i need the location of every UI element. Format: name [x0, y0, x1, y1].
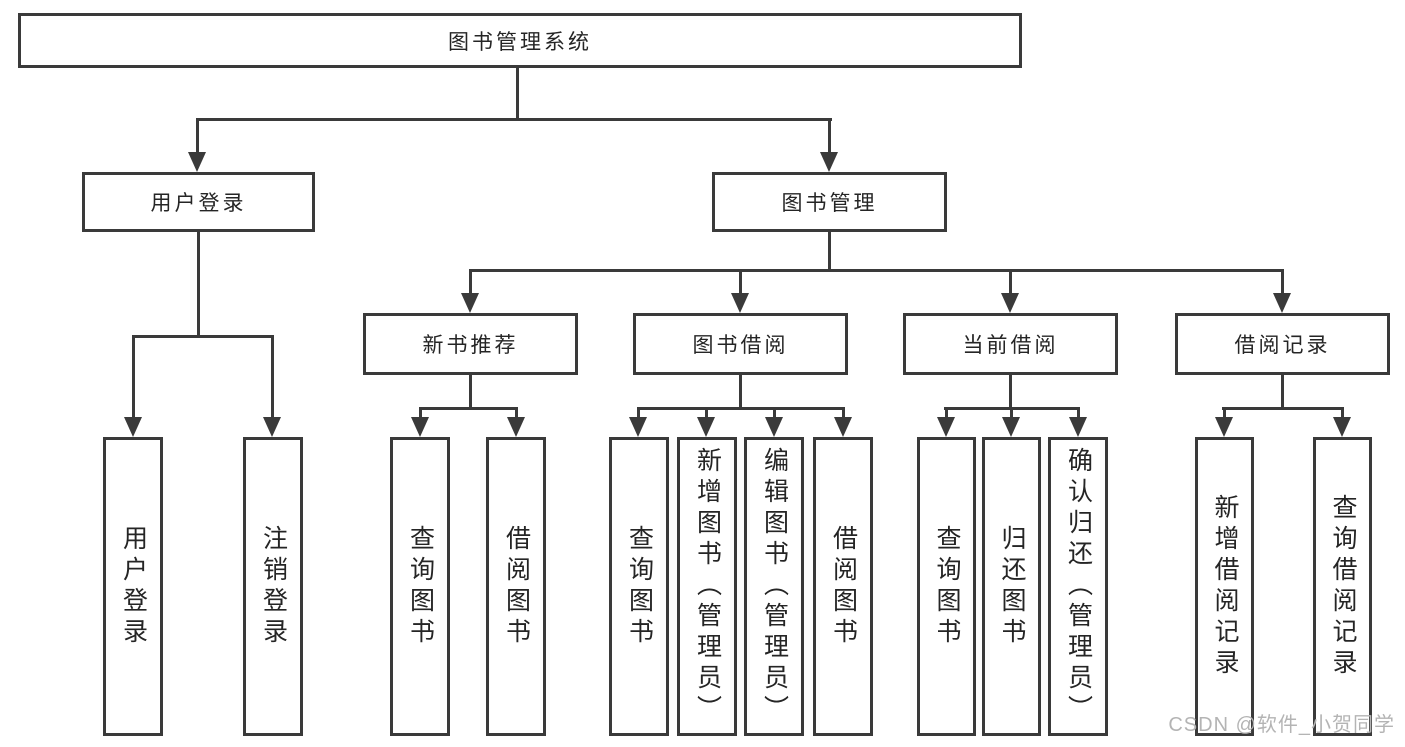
node-label: 借阅记录	[1234, 334, 1331, 357]
arrowhead-down-icon	[1273, 293, 1291, 313]
arrowhead-down-icon	[461, 293, 479, 313]
node-label: 借阅图书	[502, 524, 531, 649]
node-label: 用户登录	[119, 524, 148, 649]
node-borrowing-records: 借阅记录	[1175, 313, 1390, 375]
connector-line	[637, 407, 845, 410]
node-library-system: 图书管理系统	[18, 13, 1022, 68]
arrowhead-down-icon	[834, 417, 852, 437]
arrowhead-down-icon	[1333, 417, 1351, 437]
arrowhead-down-icon	[697, 417, 715, 437]
leaf-add-books-admin: 新增图书（管理员）	[677, 437, 737, 736]
connector-line	[1222, 407, 1344, 410]
node-current-borrowing: 当前借阅	[903, 313, 1118, 375]
leaf-query-books-recommend: 查询图书	[390, 437, 450, 736]
node-label: 用户登录	[150, 192, 247, 215]
leaf-edit-books-admin: 编辑图书（管理员）	[744, 437, 804, 736]
node-label: 查询图书	[933, 524, 961, 649]
leaf-confirm-return-admin: 确认归还（管理员）	[1048, 437, 1108, 736]
connector-line	[842, 407, 845, 420]
node-label: 确认归还（管理员）	[1064, 447, 1093, 726]
arrowhead-down-icon	[1069, 417, 1087, 437]
arrowhead-down-icon	[124, 417, 142, 437]
node-label: 新增图书（管理员）	[693, 447, 722, 726]
connector-line	[419, 407, 518, 410]
arrowhead-down-icon	[629, 417, 647, 437]
leaf-return-books: 归还图书	[982, 437, 1041, 736]
connector-line	[1341, 407, 1344, 420]
arrowhead-down-icon	[1001, 293, 1019, 313]
arrowhead-down-icon	[765, 417, 783, 437]
connector-line	[271, 335, 274, 421]
connector-line	[945, 407, 948, 420]
arrowhead-down-icon	[188, 152, 206, 172]
leaf-borrow-books-borrowing: 借阅图书	[813, 437, 873, 736]
node-book-management: 图书管理	[712, 172, 947, 232]
node-new-book-recommend: 新书推荐	[363, 313, 578, 375]
connector-line	[637, 407, 640, 420]
leaf-query-books-borrowing: 查询图书	[609, 437, 669, 736]
node-book-borrowing: 图书借阅	[633, 313, 848, 375]
leaf-user-login: 用户登录	[103, 437, 163, 736]
connector-line	[1223, 407, 1226, 420]
node-label: 查询借阅记录	[1329, 493, 1357, 680]
leaf-query-borrow-record: 查询借阅记录	[1313, 437, 1372, 736]
connector-line	[739, 269, 742, 296]
node-user-login: 用户登录	[82, 172, 315, 232]
node-label: 注销登录	[259, 524, 288, 649]
connector-line	[419, 407, 422, 420]
leaf-logout: 注销登录	[243, 437, 303, 736]
connector-line	[132, 335, 135, 421]
node-label: 新书推荐	[422, 334, 519, 357]
arrowhead-down-icon	[507, 417, 525, 437]
connector-line	[705, 407, 708, 420]
arrowhead-down-icon	[263, 417, 281, 437]
connector-line	[196, 118, 832, 121]
connector-line	[132, 335, 274, 338]
arrowhead-down-icon	[1215, 417, 1233, 437]
connector-line	[469, 269, 472, 296]
connector-line	[516, 68, 519, 120]
leaf-add-borrow-record: 新增借阅记录	[1195, 437, 1254, 736]
connector-line	[469, 375, 472, 409]
connector-line	[196, 118, 199, 156]
connector-line	[828, 232, 831, 272]
connector-line	[1077, 407, 1080, 420]
node-label: 图书管理	[781, 192, 878, 215]
connector-line	[773, 407, 776, 420]
arrowhead-down-icon	[937, 417, 955, 437]
node-label: 图书管理系统	[448, 30, 592, 54]
arrowhead-down-icon	[820, 152, 838, 172]
connector-line	[197, 232, 200, 337]
node-label: 归还图书	[998, 524, 1026, 649]
node-label: 查询图书	[406, 524, 435, 649]
leaf-borrow-books-recommend: 借阅图书	[486, 437, 546, 736]
node-label: 图书借阅	[692, 334, 789, 357]
connector-line	[1009, 375, 1012, 409]
connector-line	[1009, 269, 1012, 296]
arrowhead-down-icon	[1002, 417, 1020, 437]
node-label: 查询图书	[625, 524, 654, 649]
node-label: 编辑图书（管理员）	[760, 447, 789, 726]
leaf-query-books-current: 查询图书	[917, 437, 976, 736]
connector-line	[515, 407, 518, 420]
connector-line	[1281, 375, 1284, 409]
arrowhead-down-icon	[411, 417, 429, 437]
connector-line	[1281, 269, 1284, 296]
arrowhead-down-icon	[731, 293, 749, 313]
connector-line	[739, 375, 742, 409]
connector-line	[828, 118, 831, 156]
node-label: 借阅图书	[829, 524, 858, 649]
node-label: 当前借阅	[962, 334, 1059, 357]
csdn-watermark: CSDN @软件_小贺同学	[1168, 714, 1395, 736]
connector-line	[469, 269, 1283, 272]
connector-line	[1010, 407, 1013, 420]
node-label: 新增借阅记录	[1211, 493, 1239, 680]
